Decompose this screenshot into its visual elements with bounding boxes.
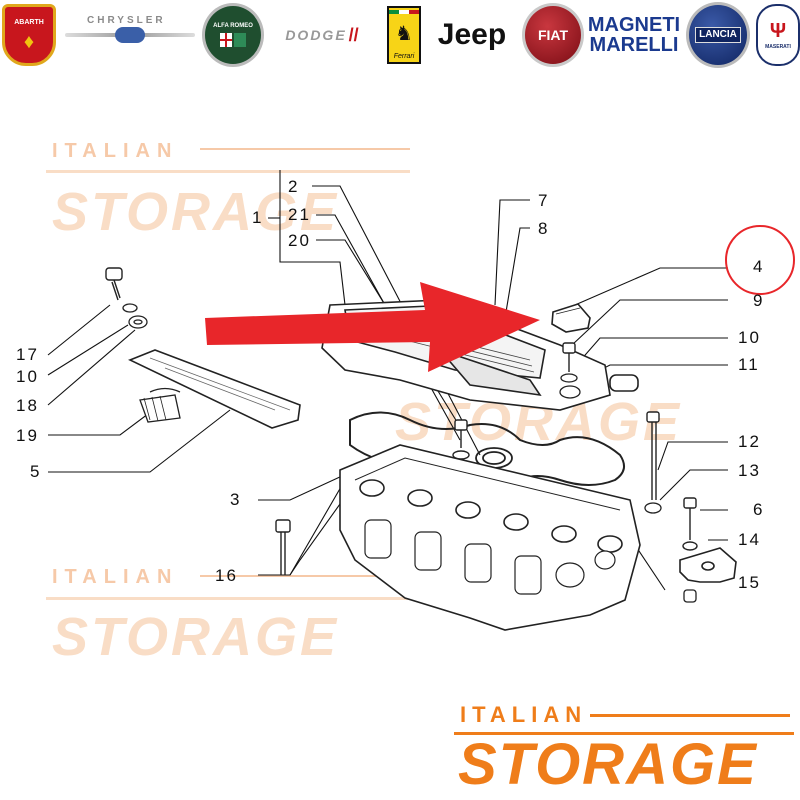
brand-bar: ABARTH ♦ CHRYSLER ALFA ROMEO DODGE //: [0, 0, 800, 72]
callout-1: 1: [252, 208, 263, 227]
callout-14: 14: [738, 530, 761, 549]
callout-6: 6: [753, 500, 764, 519]
callout-4: 4: [753, 257, 764, 276]
maserati-label: MASERATI: [765, 43, 791, 50]
fiat-label: FIAT: [537, 27, 569, 43]
ferrari-label: Ferrari: [393, 53, 415, 60]
bolt-16: [275, 519, 291, 575]
bolt-21: [452, 419, 470, 460]
ferrari-logo: ♞ Ferrari: [384, 4, 424, 66]
bolt-17: [105, 267, 123, 301]
callout-20: 20: [288, 231, 311, 250]
jeep-label: Jeep: [437, 18, 507, 51]
footer-logo-big: STORAGE: [458, 732, 758, 797]
bushing-11: [559, 385, 581, 399]
callout-16: 16: [215, 566, 238, 585]
bolt-6: [682, 497, 698, 551]
dodge-label: DODGE: [285, 27, 347, 43]
callout-19: 19: [16, 426, 39, 445]
callout-9: 9: [753, 291, 764, 310]
nut-15: [683, 589, 697, 603]
watermark-top-big: STORAGE: [52, 182, 339, 242]
dodge-logo: DODGE //: [270, 4, 374, 66]
cross-serpent-icon: [220, 33, 246, 47]
washer-10-right: [560, 373, 578, 383]
callout-18: 18: [16, 396, 39, 415]
red-arrow: [205, 282, 540, 372]
callout-21: 21: [288, 205, 311, 224]
abarth-label: ABARTH: [14, 18, 44, 26]
watermark-bottom-small: ITALIAN: [52, 566, 178, 588]
lancia-label: LANCIA: [695, 27, 741, 43]
grommet-18: [128, 315, 148, 329]
magneti-label: MAGNETI: [587, 14, 681, 36]
footer-logo-mid-line: [454, 732, 794, 735]
abarth-logo: ABARTH ♦: [2, 4, 56, 66]
maserati-logo: Ψ MASERATI: [756, 4, 800, 66]
callout-12: 12: [738, 432, 761, 451]
jeep-logo: Jeep: [428, 4, 516, 66]
bracket-14: [679, 547, 737, 583]
italian-storage-logo: ITALIAN STORAGE: [440, 700, 800, 800]
chrysler-logo: CHRYSLER: [64, 4, 196, 66]
watermark-bottom: ITALIAN STORAGE: [46, 566, 410, 667]
marelli-label: MARELLI: [589, 34, 679, 56]
callout-labels: 1 2 21 20 7 8 4 9 10 11 12 13 6 14 15 17…: [16, 177, 764, 592]
cap-4: [551, 303, 591, 333]
callout-5: 5: [30, 462, 41, 481]
magneti-marelli-logo: MAGNETI MARELLI: [588, 4, 680, 66]
dodge-stripes-icon: //: [348, 24, 359, 45]
scorpion-icon: ♦: [23, 30, 35, 53]
callout-13: 13: [738, 461, 761, 480]
washer-10-left: [122, 303, 138, 313]
highlight-circle: [725, 225, 795, 295]
callout-11: 11: [738, 355, 760, 374]
lancia-logo: LANCIA: [686, 2, 750, 68]
watermark-top: ITALIAN STORAGE: [46, 140, 410, 242]
callout-7: 7: [538, 191, 549, 210]
callout-8: 8: [538, 219, 549, 238]
callout-10-left: 10: [16, 367, 39, 386]
watermark-bottom-big: STORAGE: [52, 607, 339, 667]
clip-19: [139, 387, 181, 423]
bolt-9: [562, 342, 576, 372]
trident-icon: Ψ: [769, 19, 787, 42]
alfa-romeo-label: ALFA ROMEO: [213, 23, 253, 29]
washer-13: [644, 502, 662, 514]
footer-logo-small: ITALIAN: [460, 702, 588, 727]
alfa-romeo-logo: ALFA ROMEO: [202, 3, 264, 67]
fiat-logo: FIAT: [522, 3, 584, 67]
callout-15: 15: [738, 573, 761, 592]
stud-12: [646, 411, 660, 500]
leader-lines: [47, 170, 728, 591]
chrysler-label: CHRYSLER: [87, 15, 166, 26]
cylinder-head: [339, 444, 641, 631]
callout-2: 2: [288, 177, 299, 196]
callout-3: 3: [230, 490, 241, 509]
cover-panel: [128, 349, 301, 429]
callout-17: 17: [16, 345, 39, 364]
prancing-horse-icon: ♞: [395, 23, 413, 45]
watermark-top-small: ITALIAN: [52, 140, 178, 162]
callout-10-right: 10: [738, 328, 761, 347]
footer-logo-top-line: [590, 714, 790, 717]
